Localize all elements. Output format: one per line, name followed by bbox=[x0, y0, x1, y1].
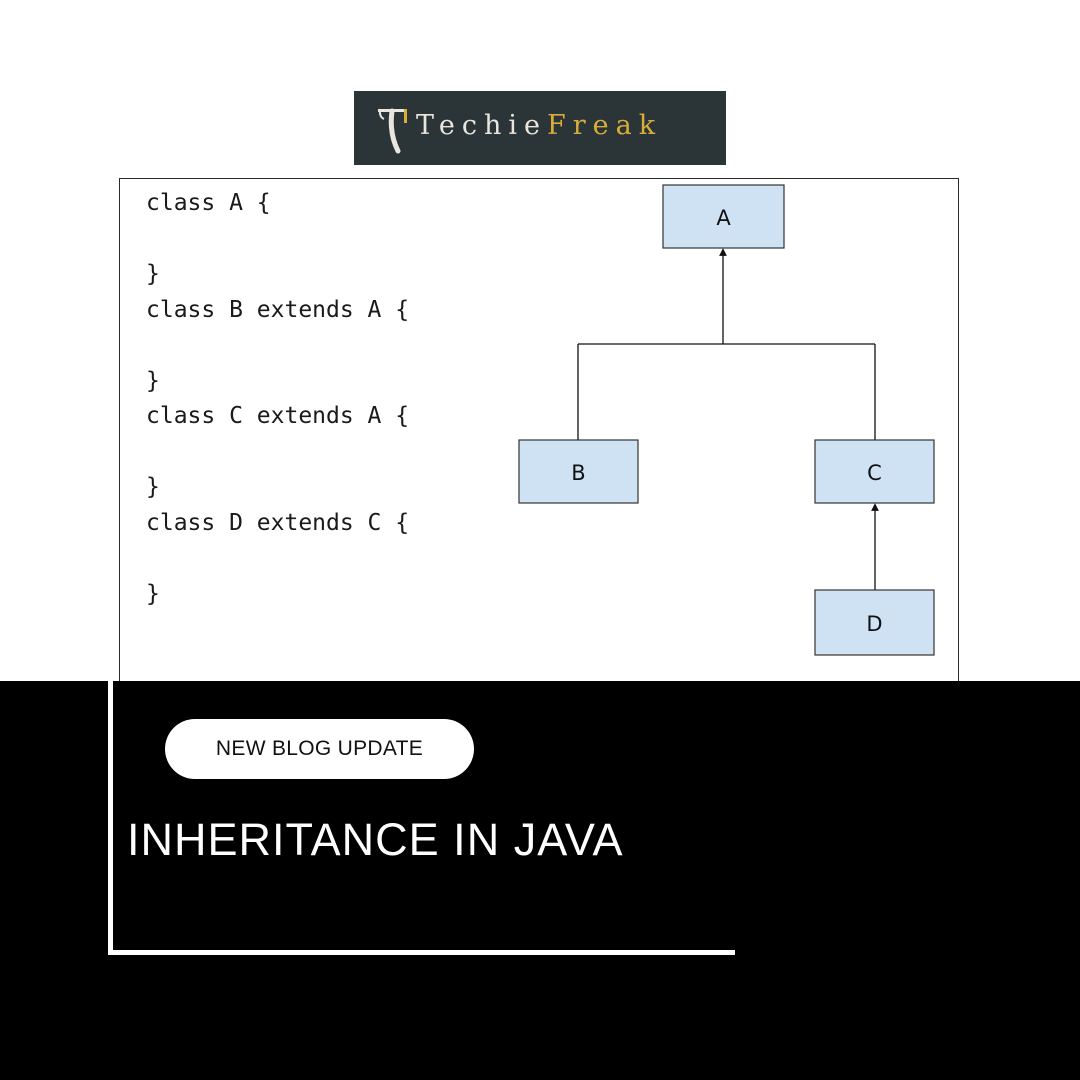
code-line bbox=[146, 222, 409, 258]
node-a: A bbox=[662, 184, 785, 249]
code-line: class A { bbox=[146, 190, 271, 216]
code-line: class B extends A { bbox=[146, 296, 410, 323]
node-b-label: B bbox=[571, 461, 585, 485]
node-c: C bbox=[814, 439, 935, 504]
code-block: class A {} class B extends A {} class C ex… bbox=[146, 186, 409, 612]
node-d-label: D bbox=[866, 612, 882, 636]
code-line bbox=[146, 435, 409, 471]
code-line bbox=[146, 541, 409, 577]
code-line: } bbox=[146, 261, 160, 287]
code-line: } bbox=[146, 580, 160, 607]
code-line: class D extends C { bbox=[146, 509, 410, 536]
inheritance-diagram: A B C D bbox=[518, 184, 935, 656]
node-d: D bbox=[814, 589, 935, 656]
code-line bbox=[146, 328, 409, 364]
techiefreak-logo: TechieFreak bbox=[354, 91, 726, 165]
logo-t-mark-icon bbox=[378, 108, 407, 154]
node-c-label: C bbox=[867, 461, 882, 485]
banner-frame bbox=[108, 681, 735, 955]
code-line: } bbox=[146, 474, 160, 500]
new-blog-update-badge: NEW BLOG UPDATE bbox=[165, 719, 474, 779]
diagram-connectors bbox=[577, 248, 879, 590]
node-a-label: A bbox=[716, 206, 731, 230]
code-line: class C extends A { bbox=[146, 403, 410, 429]
logo-text-freak: Freak bbox=[547, 110, 663, 141]
post-title: INHERITANCE IN JAVA bbox=[127, 814, 624, 865]
node-b: B bbox=[518, 439, 639, 504]
code-line: } bbox=[146, 367, 160, 394]
logo-wordmark: TechieFreak bbox=[416, 109, 662, 143]
logo-text-techie: Techie bbox=[416, 110, 548, 141]
